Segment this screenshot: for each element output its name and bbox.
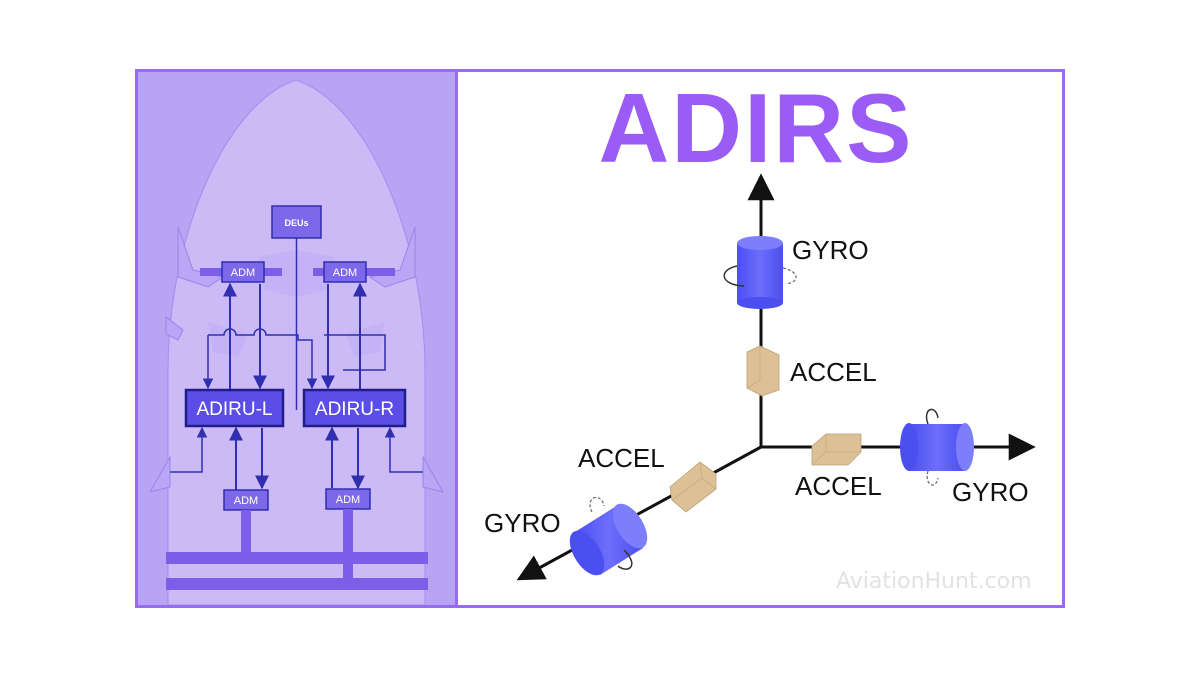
adm-l-stub	[241, 510, 251, 554]
diagonal-axis	[516, 445, 762, 581]
accel-top-label: ACCEL	[790, 357, 877, 387]
gyro-right-icon	[900, 408, 974, 486]
panel-divider	[455, 72, 458, 605]
adm-upper-left-label: ADM	[231, 267, 255, 279]
cross-feed-left	[208, 328, 318, 390]
accel-left-label: ACCEL	[578, 443, 665, 473]
aircraft-schematic-panel: DEUs ADM ADM ADIRU-L ADIRU-R ADM A	[138, 72, 455, 605]
adiru-l-box	[184, 388, 285, 428]
adiru-l-label: ADIRU-L	[196, 399, 272, 420]
adm-upper-right-label: ADM	[333, 267, 357, 279]
gyro-top-label: GYRO	[792, 235, 869, 265]
gyro-top-icon	[723, 236, 797, 309]
left-fin-shape	[165, 315, 184, 341]
accel-left-icon	[669, 461, 717, 513]
adm-upper-left-box	[221, 261, 265, 283]
faint-structure-shape	[345, 322, 385, 357]
lower-bus-bar-1	[166, 552, 428, 564]
page-title: ADIRS	[598, 73, 914, 183]
adm-lower-left-label: ADM	[234, 495, 258, 507]
aircraft-schematic: DEUs ADM ADM ADIRU-L ADIRU-R ADM A	[148, 79, 445, 605]
accel-top-icon	[746, 345, 780, 397]
faint-structure-shape	[208, 322, 248, 357]
adm-upper-right-box	[323, 261, 367, 283]
watermark: AviationHunt.com	[836, 569, 1032, 594]
adm-lower-right-label: ADM	[336, 494, 360, 506]
right-side-input	[384, 426, 423, 473]
adm-r-stub	[343, 509, 353, 583]
gyro-right-label: GYRO	[952, 477, 1029, 507]
cross-feed-right	[324, 334, 386, 371]
gyro-left-icon	[569, 496, 648, 576]
adiru-r-label: ADIRU-R	[315, 399, 394, 420]
gyro-left-label: GYRO	[484, 508, 561, 538]
left-side-input	[170, 426, 208, 473]
adiru-r-box	[302, 388, 407, 428]
accel-right-label: ACCEL	[795, 471, 882, 501]
lower-bus-bar-2	[166, 578, 428, 590]
left-wing-shape	[177, 226, 225, 288]
right-wing-shape	[368, 226, 416, 288]
accel-right-icon	[811, 433, 862, 466]
deu-label: DEUs	[284, 218, 308, 228]
